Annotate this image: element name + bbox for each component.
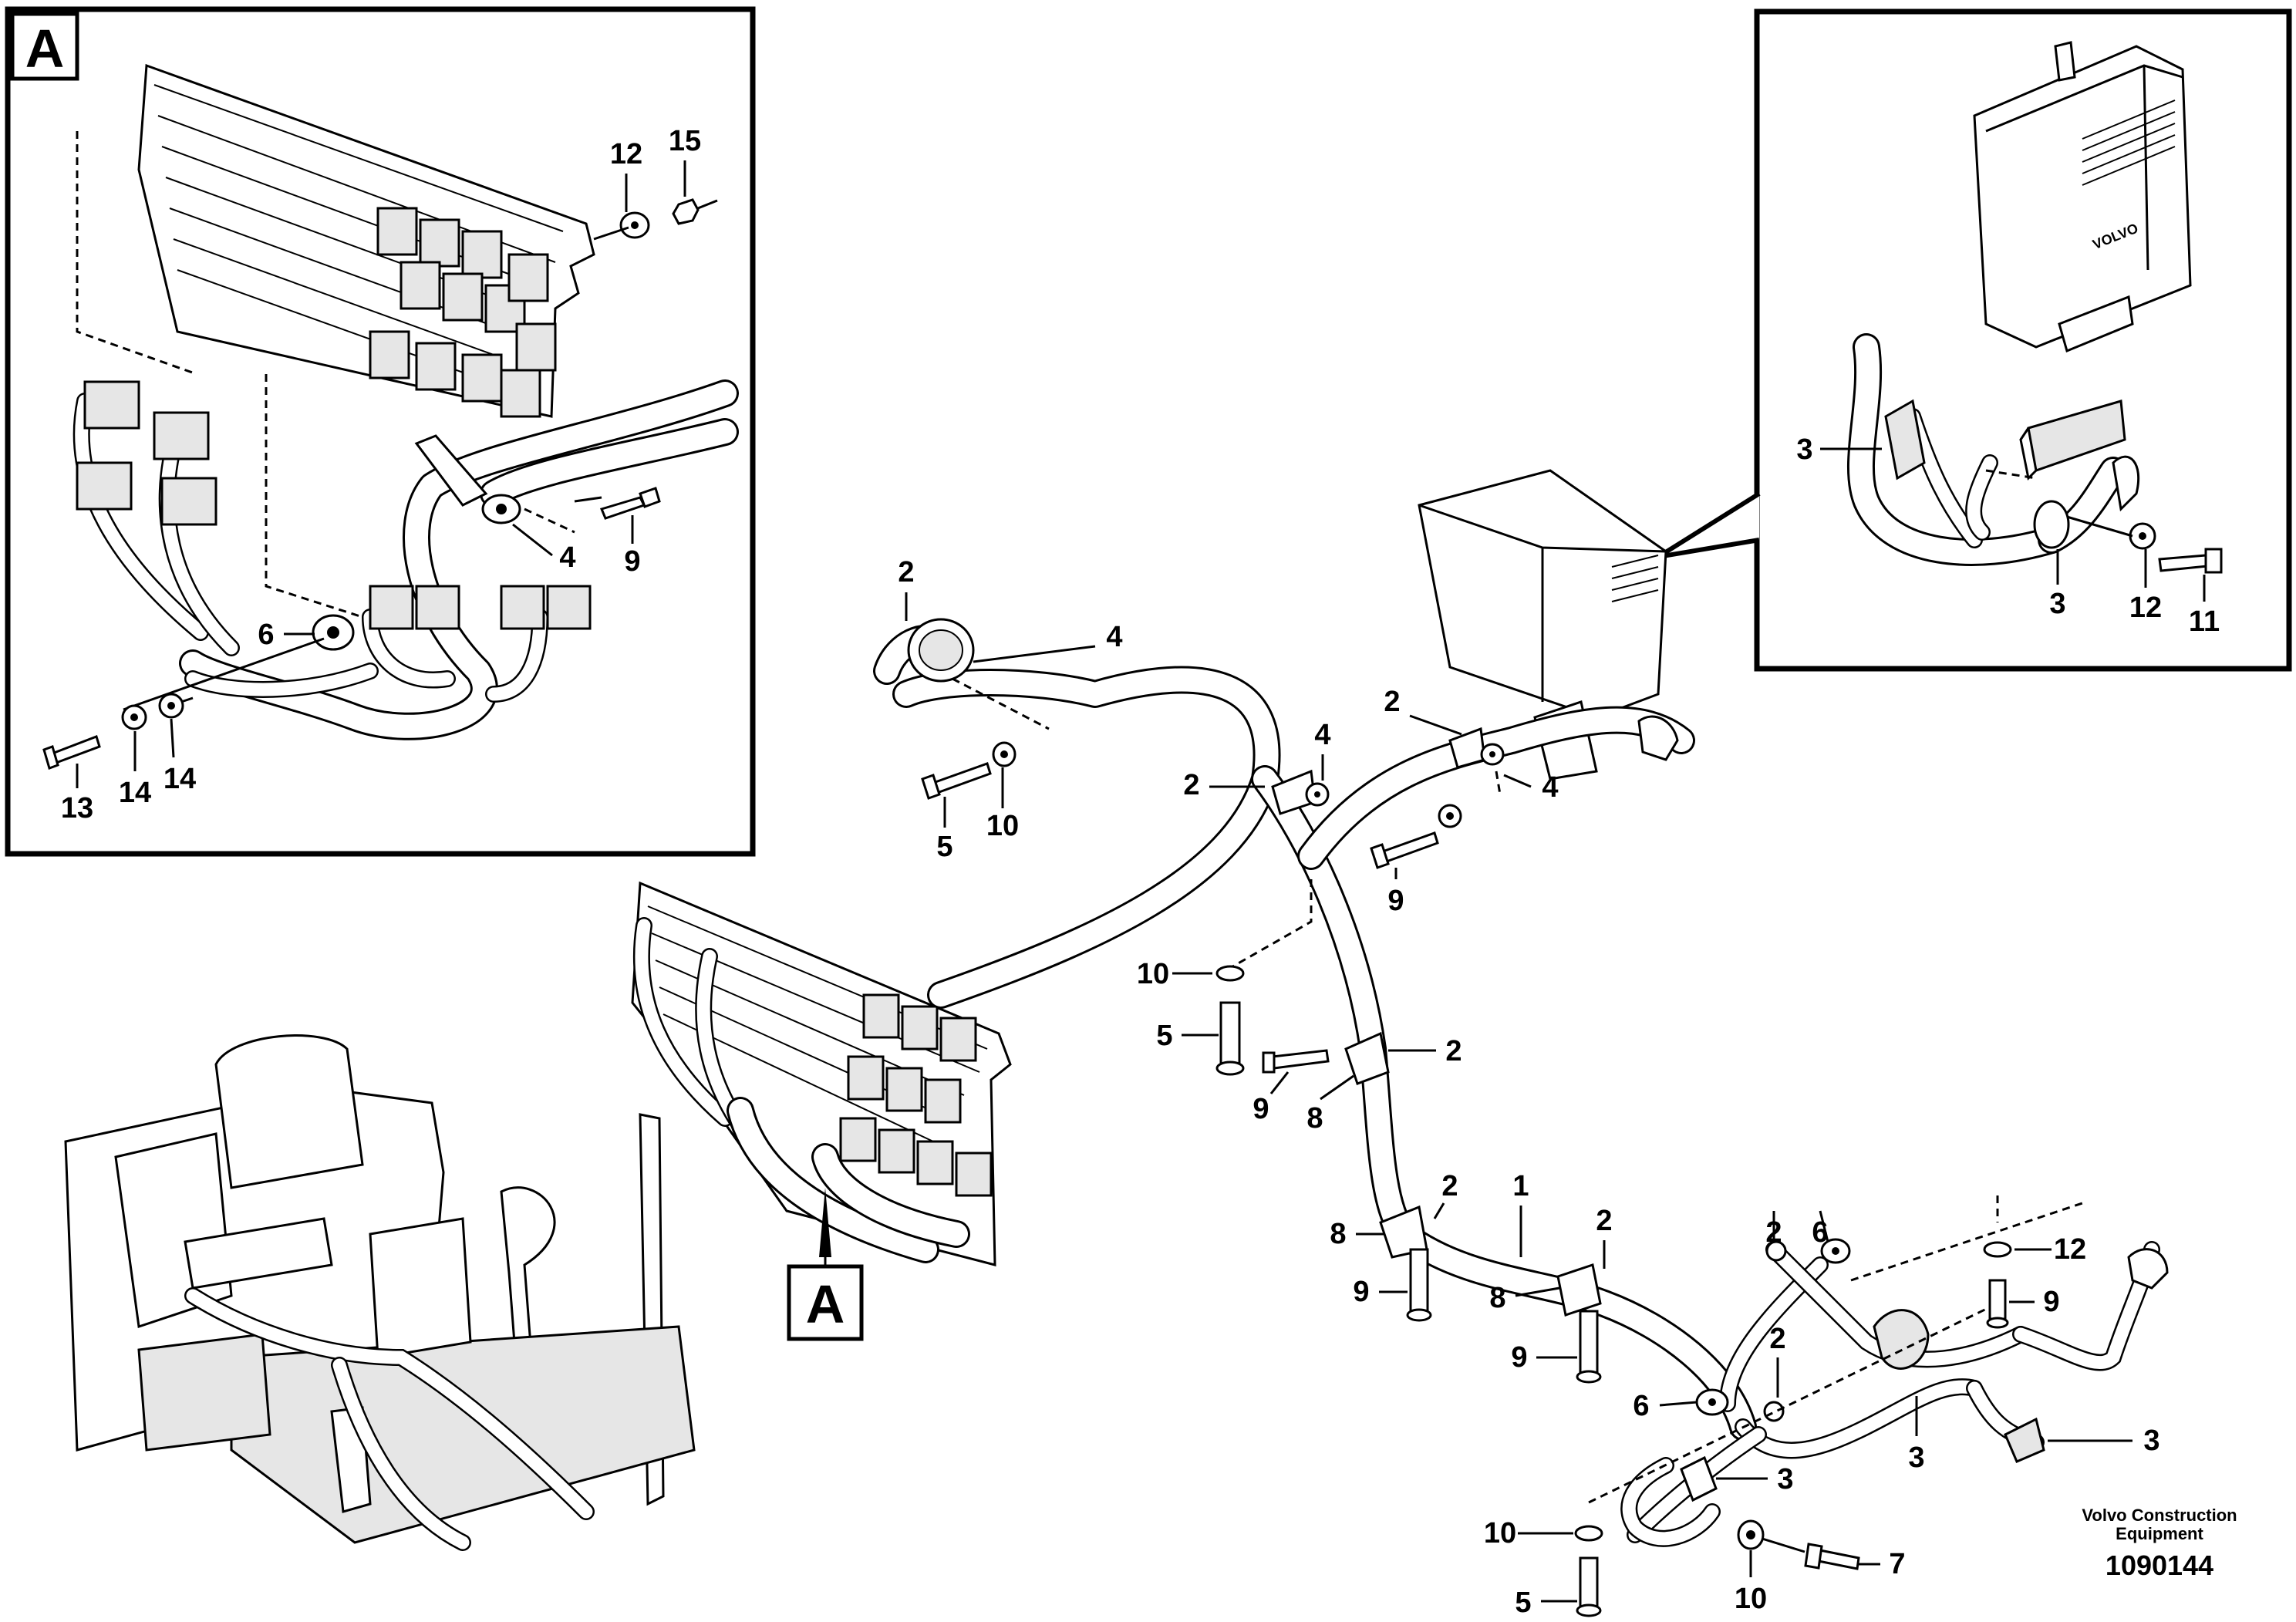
callout-label: 2 bbox=[1769, 1323, 1785, 1355]
view-a-marker: A bbox=[787, 1188, 864, 1341]
callout-label: 9 bbox=[624, 545, 640, 578]
callout-label: 3 bbox=[1908, 1442, 1924, 1474]
callout-label: 4 bbox=[1314, 719, 1330, 751]
callout-label: 9 bbox=[2043, 1286, 2059, 1318]
callout-label: 12 bbox=[2129, 592, 2162, 624]
callout-label: 3 bbox=[2049, 588, 2065, 620]
callout-label: 2 bbox=[1596, 1205, 1612, 1237]
detail-a-frame: A bbox=[5, 6, 756, 857]
callout-label: 12 bbox=[2054, 1233, 2086, 1266]
main-fasteners bbox=[921, 677, 2083, 1617]
callout-label: 2 bbox=[1441, 1170, 1458, 1202]
callout-label: 10 bbox=[1137, 958, 1169, 990]
detail-ecu-frame bbox=[1657, 8, 2292, 672]
callout-label: 13 bbox=[61, 792, 93, 824]
callout-label: 10 bbox=[1735, 1583, 1767, 1615]
main-callouts: 2 4 5 10 2 4 2 4 9 10 5 9 2 8 2 8 1 9 bbox=[898, 556, 2159, 1619]
callout-label: 12 bbox=[610, 138, 642, 170]
company-name-line1: Volvo Construction bbox=[2082, 1506, 2237, 1525]
detail-a-fuse-board bbox=[137, 63, 595, 418]
detail-a-label: A bbox=[25, 19, 65, 79]
callout-label: 6 bbox=[1633, 1390, 1649, 1422]
detail-ecu-callouts: 3 3 12 11 bbox=[1796, 433, 2220, 638]
callout-label: 1 bbox=[1512, 1170, 1529, 1202]
callout-label: 10 bbox=[1484, 1517, 1516, 1549]
callout-label: 2 bbox=[1183, 769, 1199, 801]
callout-label: 5 bbox=[936, 831, 952, 863]
callout-label: 3 bbox=[1777, 1463, 1793, 1496]
main-fuse-board bbox=[631, 881, 1012, 1266]
main-connectors bbox=[907, 618, 2169, 1502]
callout-label: 9 bbox=[1253, 1093, 1269, 1125]
detail-a-harness bbox=[72, 131, 739, 740]
callout-label: 4 bbox=[1542, 771, 1558, 804]
callout-label: 9 bbox=[1511, 1341, 1527, 1374]
callout-label: 5 bbox=[1156, 1020, 1172, 1052]
callout-label: 14 bbox=[119, 777, 151, 809]
drawing-number: 1090144 bbox=[2106, 1549, 2213, 1581]
callout-label: 5 bbox=[1515, 1587, 1531, 1619]
callout-label: 14 bbox=[164, 763, 196, 795]
company-name-line2: Equipment bbox=[2116, 1524, 2203, 1543]
callout-label: 2 bbox=[1384, 686, 1400, 718]
callout-label: 2 bbox=[898, 556, 914, 588]
callout-label: 3 bbox=[2143, 1425, 2159, 1457]
callout-label: 11 bbox=[2189, 605, 2220, 638]
callout-label: 3 bbox=[1796, 433, 1812, 466]
callout-label: 9 bbox=[1387, 885, 1404, 917]
callout-label: 6 bbox=[258, 619, 274, 651]
detail-a-callouts: 12 15 4 9 6 13 14 14 bbox=[61, 125, 701, 824]
detail-ecu-harness bbox=[1846, 333, 2223, 574]
callout-label: 8 bbox=[1306, 1102, 1323, 1135]
cab-overview bbox=[64, 1034, 696, 1551]
detail-a-fasteners bbox=[42, 198, 718, 770]
callout-label: 8 bbox=[1330, 1218, 1346, 1250]
view-a-label: A bbox=[806, 1274, 845, 1334]
callout-label: 15 bbox=[669, 125, 701, 157]
callout-label: 4 bbox=[559, 541, 575, 574]
callout-label: 2 bbox=[1445, 1035, 1462, 1067]
title-block: Volvo Construction Equipment 1090144 bbox=[2082, 1506, 2237, 1581]
detail-ecu-module: VOLVO bbox=[1973, 41, 2192, 481]
callout-label: 4 bbox=[1106, 621, 1122, 653]
main-clamps bbox=[1271, 727, 1851, 1422]
callout-label: 9 bbox=[1353, 1276, 1369, 1308]
callout-label: 10 bbox=[986, 810, 1019, 842]
main-harness bbox=[873, 624, 2160, 1547]
callout-label: 7 bbox=[1889, 1548, 1905, 1580]
callout-label: 8 bbox=[1489, 1282, 1505, 1314]
